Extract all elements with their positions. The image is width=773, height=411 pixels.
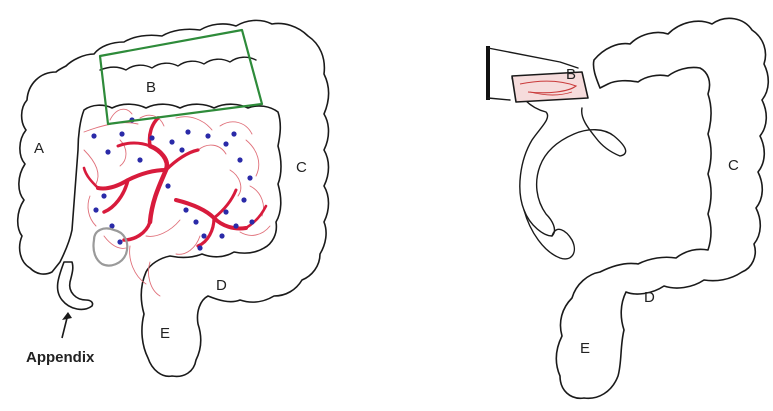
lymph-node	[105, 149, 110, 154]
appendix-shape	[58, 262, 93, 309]
main-vessel-branch	[124, 222, 150, 240]
appendix-region-circle	[93, 228, 127, 265]
lymph-node	[223, 209, 228, 214]
lymph-node	[241, 197, 246, 202]
lymph-node	[149, 135, 154, 140]
lymph-node	[183, 207, 188, 212]
main-vessel-branch	[198, 218, 214, 246]
lymph-node	[219, 233, 224, 238]
lymph-node	[247, 175, 252, 180]
lymph-node	[93, 207, 98, 212]
appendix-arrowhead	[62, 312, 72, 320]
lymph-node	[137, 157, 142, 162]
thin-vessel-branch	[176, 236, 200, 254]
thin-vessel-branch	[176, 117, 212, 130]
lymph-node	[237, 157, 242, 162]
thin-vessel-branch	[246, 140, 259, 176]
appendix-label: Appendix	[26, 349, 95, 366]
main-vessel-branch	[84, 168, 98, 188]
lymph-node	[231, 131, 236, 136]
right-label-d: D	[644, 289, 655, 306]
main-vessel-branch	[118, 143, 150, 146]
lymph-node	[91, 133, 96, 138]
lymph-node	[185, 129, 190, 134]
lymph-node	[179, 147, 184, 152]
main-vessel-branch	[166, 150, 198, 170]
left-label-b: B	[146, 79, 156, 96]
lymph-node	[249, 219, 254, 224]
right-colon-diagram: B C D E	[488, 18, 768, 398]
lymph-node	[193, 219, 198, 224]
main-vessel-branch	[246, 206, 266, 228]
lymph-node	[223, 141, 228, 146]
lymph-node	[101, 193, 106, 198]
thin-vessel-branch	[220, 122, 252, 134]
right-label-c: C	[728, 157, 739, 174]
lymph-node	[169, 139, 174, 144]
lymph-node	[197, 245, 202, 250]
lymph-node	[119, 131, 124, 136]
thin-vessel-branch	[198, 145, 226, 154]
main-vessel-branch	[98, 170, 166, 189]
right-label-e: E	[580, 340, 590, 357]
left-colon-diagram: A B C D E Appendix	[18, 20, 329, 376]
thin-vessel-branch	[104, 236, 126, 248]
lymph-node	[117, 239, 122, 244]
left-label-e: E	[160, 325, 170, 342]
left-label-a: A	[34, 140, 44, 157]
main-vessel-branch	[149, 118, 158, 146]
main-vessel-branch	[150, 146, 167, 222]
left-label-c: C	[296, 159, 307, 176]
lymph-node	[205, 133, 210, 138]
right-label-b: B	[566, 66, 576, 83]
right-segment-b-box	[512, 72, 588, 102]
left-label-d: D	[216, 277, 227, 294]
lymph-node	[201, 233, 206, 238]
lymph-node	[165, 183, 170, 188]
left-colon-outline	[18, 20, 329, 376]
lymph-node	[233, 223, 238, 228]
thin-vessel-branch	[110, 109, 132, 120]
